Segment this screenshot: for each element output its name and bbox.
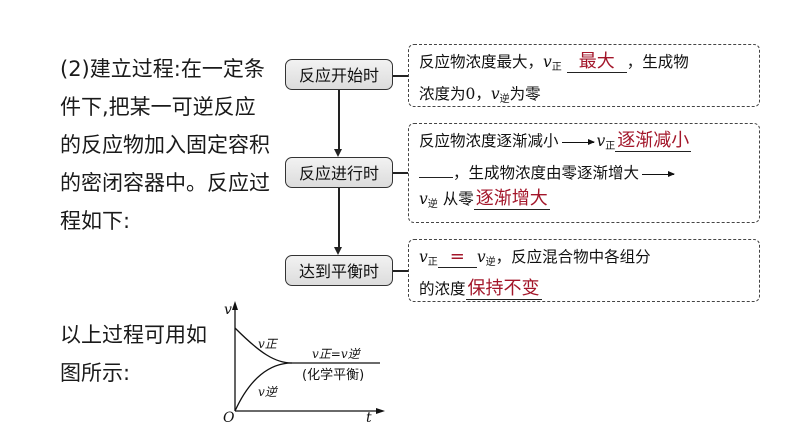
line: 反应物浓度逐渐减小 v正逐渐减小 — [419, 128, 749, 160]
origin-label: O — [223, 410, 235, 423]
text: 浓度为0， — [419, 85, 491, 103]
y-axis-label: v — [224, 302, 232, 318]
connector-line — [338, 90, 340, 149]
stage-equilibrium-description: v正=v逆，反应混合物中各组分 的浓度保持不变 — [408, 239, 760, 302]
stage-start-description: 反应物浓度最大，v正 最大，生成物 浓度为0，v逆为零 — [408, 44, 760, 107]
v-reverse-symbol: v逆 — [476, 248, 496, 268]
answer-blank: 逐渐增大 — [473, 188, 550, 210]
x-axis-arrow-icon — [376, 408, 385, 414]
v-forward-symbol: v正 — [596, 132, 616, 152]
v-reverse-symbol: v逆 — [419, 190, 438, 210]
stage-progress-label: 反应进行时 — [285, 157, 393, 188]
v-forward-symbol: v正 — [543, 53, 562, 73]
rate-time-graph: v t O v正 v逆 v正=v逆 (化学平衡) — [223, 301, 385, 423]
text: 反应物浓度逐渐减小 — [419, 132, 559, 150]
v-reverse-symbol: v逆 — [490, 85, 510, 105]
connector-line — [393, 75, 408, 77]
intro-paragraph: (2)建立过程:在一定条件下,把某一可逆反应的反应物加入固定容积的密闭容器中。反… — [60, 57, 270, 233]
connector-line — [338, 188, 340, 247]
line: v逆 从零逐渐增大 — [419, 186, 749, 218]
arrow-right-icon — [642, 170, 676, 177]
arrow-down-icon — [334, 149, 342, 157]
stage-equilibrium-label: 达到平衡时 — [285, 255, 393, 286]
v-forward-symbol: v正 — [419, 248, 438, 268]
answer-blank: 保持不变 — [465, 278, 542, 300]
connector-line — [393, 270, 408, 272]
text: 为零 — [509, 85, 541, 103]
text: 反应物浓度最大， — [419, 53, 544, 71]
y-axis-arrow-icon — [232, 301, 238, 310]
stage-progress-description: 反应物浓度逐渐减小 v正逐渐减小 ，生成物浓度由零逐渐增大 v逆 从零逐渐增大 — [408, 123, 760, 223]
arrow-right-icon — [561, 138, 595, 145]
line: ，生成物浓度由零逐渐增大 — [419, 160, 749, 186]
equilibrium-label: v正=v逆 — [312, 347, 362, 361]
text: ，生成物浓度由零逐渐增大 — [453, 164, 640, 182]
reverse-rate-curve — [234, 362, 293, 412]
text: 从零 — [442, 190, 474, 208]
answer-blank: 最大 — [566, 51, 627, 73]
connector-line — [393, 172, 408, 174]
line: v正=v逆，反应混合物中各组分 — [419, 244, 749, 276]
line: 浓度为0，v逆为零 — [419, 81, 749, 113]
reverse-curve-label: v逆 — [258, 385, 279, 399]
text: ，生成物 — [626, 53, 689, 71]
answer-blank: 逐渐减小 — [615, 130, 692, 152]
equilibrium-note: (化学平衡) — [302, 367, 364, 383]
text: ，反应混合物中各组分 — [495, 248, 651, 266]
line: 的浓度保持不变 — [419, 276, 749, 302]
answer-blank: = — [437, 246, 477, 268]
stage-start-label: 反应开始时 — [285, 59, 393, 90]
blank-underline — [419, 163, 453, 178]
arrow-down-icon — [334, 247, 342, 255]
forward-curve-label: v正 — [258, 337, 279, 351]
outro-paragraph: 以上过程可用如图所示: — [60, 323, 207, 385]
text: 的浓度 — [419, 280, 466, 298]
line: 反应物浓度最大，v正 最大，生成物 — [419, 49, 749, 81]
x-axis-label: t — [366, 410, 372, 423]
